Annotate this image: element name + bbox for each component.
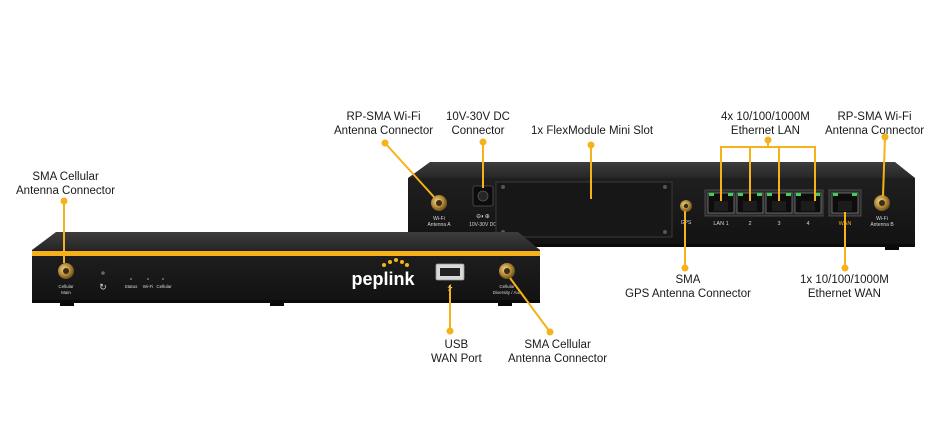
dc-symbol: ⊖◐⊕ <box>476 214 490 220</box>
callout-rp-sma-wifi-a: RP-SMA Wi-Fi Antenna Connector <box>334 110 433 138</box>
cellular-diversity-connector <box>499 263 515 279</box>
lan-label-3: 3 <box>777 221 780 227</box>
callout-line: GPS Antenna Connector <box>625 288 751 300</box>
lan-ports <box>704 189 824 217</box>
callout-flexmodule: 1x FlexModule Mini Slot <box>531 124 653 138</box>
cellular-main-connector <box>58 263 74 279</box>
callout-line: WAN Port <box>431 353 482 365</box>
lan-port-2 <box>736 192 764 214</box>
cellular-diversity-label-2: Diversity / Aux <box>493 290 522 295</box>
callout-ethernet-lan: 4x 10/100/1000M Ethernet LAN <box>721 110 810 138</box>
callout-line: 10V-30V DC <box>446 111 510 123</box>
callout-line: 1x FlexModule Mini Slot <box>531 125 654 137</box>
wifi-a-label-1: Wi-Fi <box>433 216 445 222</box>
callout-sma-cellular-diversity: SMA Cellular Antenna Connector <box>508 338 607 366</box>
front-accent-stripe <box>32 251 540 256</box>
callout-ethernet-wan: 1x 10/100/1000M Ethernet WAN <box>800 273 889 301</box>
dc-power-jack <box>472 185 494 207</box>
callout-line: Antenna Connector <box>334 125 434 137</box>
callout-line: SMA <box>675 274 701 286</box>
wifi-antenna-a-connector <box>431 195 447 211</box>
callout-gps: SMA GPS Antenna Connector <box>625 273 751 301</box>
led-status-label: Status <box>125 284 139 289</box>
lan-label-4: 4 <box>806 221 809 227</box>
lan-port-4 <box>794 192 822 214</box>
wifi-b-label-2: Antenna B <box>870 222 894 228</box>
callout-line: Antenna Connector <box>16 185 116 197</box>
callout-line: USB <box>444 339 469 351</box>
callout-line: 4x 10/100/1000M <box>721 111 810 123</box>
cellular-main-label-1: Cellular <box>58 284 74 289</box>
callout-line: 1x 10/100/1000M <box>800 274 889 286</box>
front-router: Cellular Main ↻ Status Wi-Fi Cellular pe… <box>32 232 540 306</box>
lan-label-1: LAN 1 <box>713 221 728 227</box>
callout-sma-cellular-main: SMA Cellular Antenna Connector <box>16 170 115 198</box>
callout-rp-sma-wifi-b: RP-SMA Wi-Fi Antenna Connector <box>825 110 924 138</box>
callout-lines <box>60 133 889 336</box>
dc-label: 10V-30V DC <box>469 222 497 228</box>
callout-line: Antenna Connector <box>508 353 608 365</box>
cellular-diversity-label-1: Cellular <box>499 284 515 289</box>
led-wifi-label: Wi-Fi <box>143 284 154 289</box>
lan-label-2: 2 <box>748 221 751 227</box>
wifi-antenna-b-connector <box>874 195 890 211</box>
callout-line: Connector <box>451 125 505 137</box>
callout-line: Antenna Connector <box>825 125 925 137</box>
peplink-logo: peplink <box>351 258 415 289</box>
logo-text: peplink <box>351 269 415 289</box>
callout-line: RP-SMA Wi-Fi <box>346 111 421 123</box>
gps-label: GPS <box>681 220 692 226</box>
reset-pinhole <box>101 271 105 275</box>
callout-usb-wan: USB WAN Port <box>431 338 482 366</box>
led-cellular-label: Cellular <box>156 284 172 289</box>
callout-line: Ethernet LAN <box>730 125 800 137</box>
callout-line: SMA Cellular <box>524 339 591 351</box>
wan-port <box>828 189 862 217</box>
callout-line: RP-SMA Wi-Fi <box>837 111 912 123</box>
callout-line: Ethernet WAN <box>807 288 881 300</box>
callout-line: SMA Cellular <box>32 171 99 183</box>
gps-antenna-connector <box>680 200 692 212</box>
cellular-main-label-2: Main <box>61 290 71 295</box>
flexmodule-slot <box>495 181 673 238</box>
reset-icon: ↻ <box>99 282 107 292</box>
wifi-a-label-2: Antenna A <box>427 222 451 228</box>
callout-dc-power: 10V-30V DC Connector <box>446 110 510 138</box>
wifi-b-label-1: Wi-Fi <box>876 216 888 222</box>
